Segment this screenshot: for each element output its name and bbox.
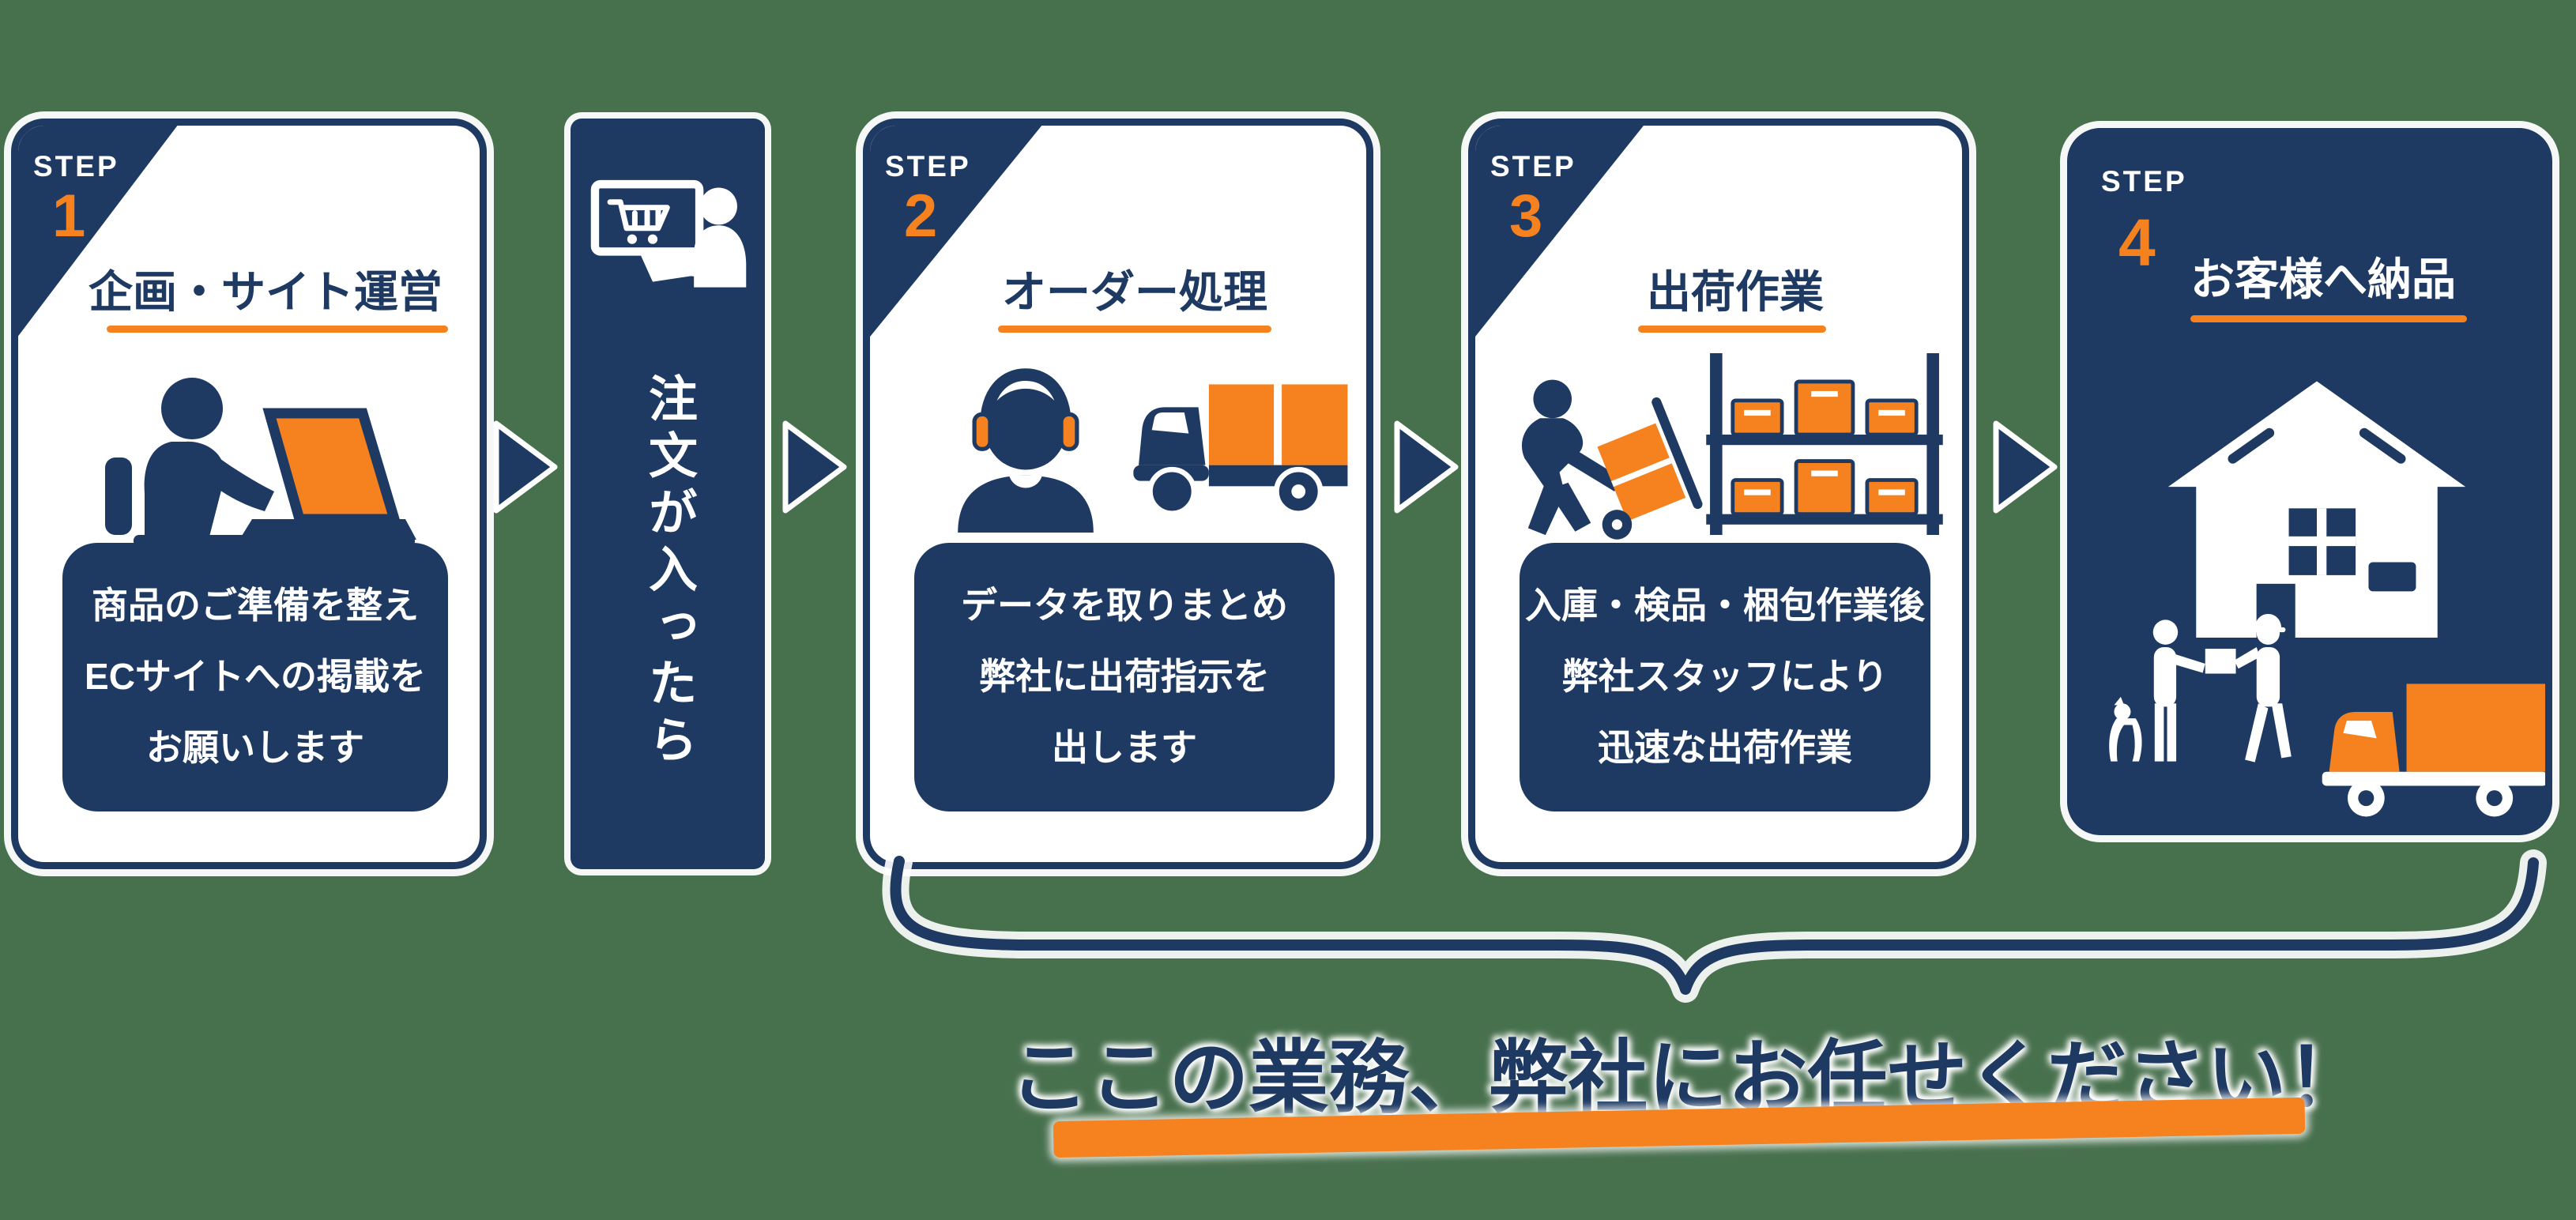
delivery-truck-icon	[1133, 384, 1348, 517]
desc-line: データを取りまとめ	[961, 585, 1288, 627]
desc-line: 入庫・検品・梱包作業後	[1525, 585, 1925, 627]
warehouse-shelf-icon	[1706, 353, 1943, 535]
online-order-monitor-icon	[590, 179, 747, 288]
step-number: 1	[52, 183, 86, 250]
connector-label: 注文が入ったら	[641, 373, 695, 771]
person-at-laptop-icon	[105, 378, 416, 547]
step2-title: オーダー処理	[1002, 267, 1267, 317]
step-label: STEP	[885, 150, 971, 183]
step-label: STEP	[1490, 150, 1576, 183]
step-number: 3	[1509, 183, 1543, 250]
step4-title: お客様へ納品	[2190, 254, 2456, 304]
title-underline	[1638, 326, 1826, 333]
headset-operator-icon	[958, 368, 1094, 533]
step-label: STEP	[33, 150, 119, 183]
desc-line: 迅速な出荷作業	[1598, 726, 1852, 768]
step-number: 4	[2118, 205, 2156, 280]
step2-card: STEP 2 オーダー処理 データを取りまとめ 弊社に出荷指示を	[863, 119, 1373, 869]
desc-line: 弊社スタッフにより	[1561, 656, 1889, 698]
worker-with-handtruck-icon	[1521, 379, 1703, 540]
step1-card: STEP 1 企画・サイト運営 商品のご準備を整え ECサイトへの掲載を お願い…	[11, 119, 487, 869]
step3-title: 出荷作業	[1647, 267, 1824, 317]
desc-line: お願いします	[146, 726, 364, 768]
arrow-right-icon	[1993, 420, 2058, 514]
desc-line: 弊社に出荷指示を	[979, 656, 1270, 698]
arrow-right-icon	[782, 420, 847, 514]
desc-line: 出します	[1052, 726, 1197, 768]
step3-description-box: 入庫・検品・梱包作業後 弊社スタッフにより 迅速な出荷作業	[1520, 543, 1930, 811]
step1-description-box: 商品のご準備を整え ECサイトへの掲載を お願いします	[62, 543, 448, 811]
house-icon	[2167, 381, 2466, 638]
step3-card: STEP 3 出荷作業	[1468, 119, 1969, 869]
title-underline	[107, 326, 448, 333]
curly-brace-icon	[882, 848, 2547, 1003]
arrow-right-icon	[493, 420, 558, 514]
step-label: STEP	[2101, 165, 2187, 198]
delivery-truck-icon	[2322, 683, 2545, 817]
title-underline	[2190, 315, 2467, 322]
step1-title: 企画・サイト運営	[89, 267, 443, 317]
delivery-handoff-icon	[2109, 614, 2292, 762]
step-number: 2	[904, 183, 938, 250]
arrow-right-icon	[1394, 420, 1459, 514]
order-received-connector: 注文が入ったら	[571, 119, 765, 869]
title-underline	[998, 326, 1271, 333]
desc-line: ECサイトへの掲載を	[85, 656, 426, 698]
step2-description-box: データを取りまとめ 弊社に出荷指示を 出します	[914, 543, 1335, 811]
step4-card: STEP 4 お客様へ納品	[2067, 128, 2552, 835]
desc-line: 商品のご準備を整え	[92, 585, 419, 627]
